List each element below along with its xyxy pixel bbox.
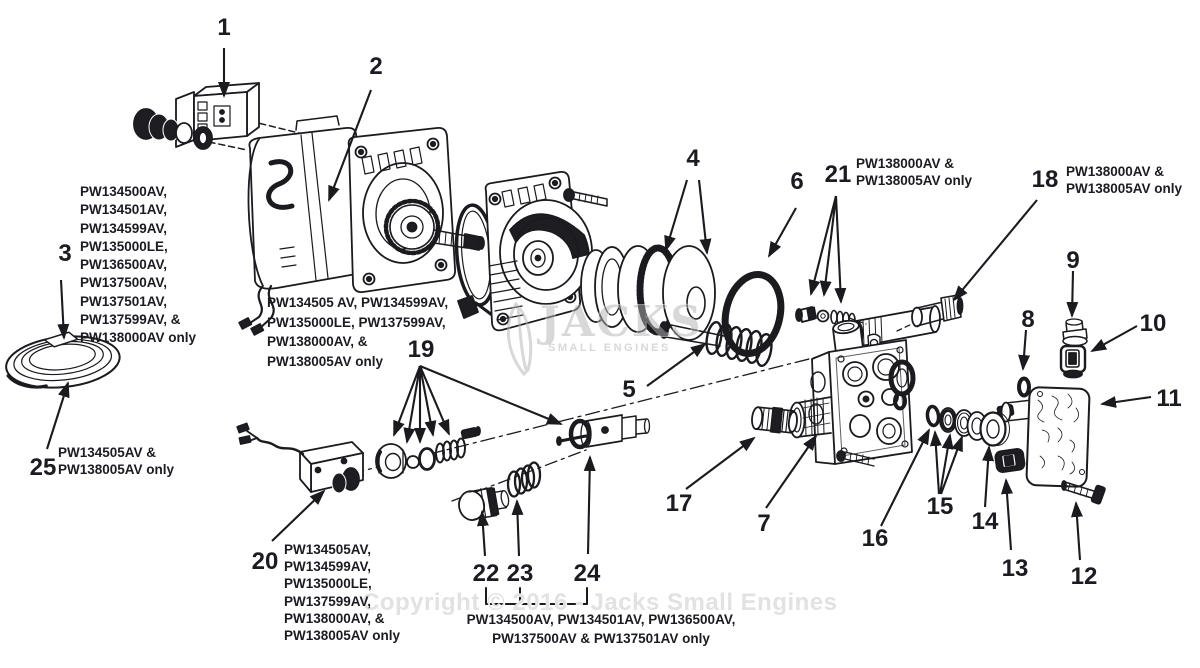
callout-24: 24 bbox=[573, 560, 601, 587]
hose-barb-fitting-drawing bbox=[1062, 318, 1088, 347]
chemical-valve-drawing bbox=[458, 486, 510, 521]
check-valve-drawing bbox=[1059, 344, 1087, 379]
callout-5: 5 bbox=[622, 376, 636, 403]
outlet-fitting-drawing bbox=[994, 448, 1026, 473]
note-group-3: PW134500AV, PW134501AV, PW134599AV, PW13… bbox=[80, 184, 197, 346]
callout-11: 11 bbox=[1156, 385, 1182, 412]
manifold-cover-plate-drawing bbox=[996, 386, 1091, 488]
callout-arrows bbox=[45, 48, 1152, 561]
callout-22: 22 bbox=[472, 560, 500, 587]
callout-19: 19 bbox=[407, 336, 435, 363]
callout-1: 1 bbox=[217, 14, 231, 41]
callout-2: 2 bbox=[369, 53, 383, 80]
callout-12: 12 bbox=[1070, 563, 1098, 590]
note-group-motor: PW134505 AV, PW134599AV, PW135000LE, PW1… bbox=[267, 295, 449, 369]
soap-hose-assembly-drawing bbox=[236, 422, 364, 494]
large-oring-drawing bbox=[721, 271, 785, 357]
callout-bracket-22-24 bbox=[485, 587, 588, 605]
callout-7: 7 bbox=[757, 510, 771, 537]
inlet-valve-parts-drawing bbox=[795, 306, 856, 328]
pump-gasket-oring-drawing bbox=[454, 203, 498, 319]
callout-8: 8 bbox=[1021, 306, 1035, 333]
callout-17: 17 bbox=[665, 490, 693, 517]
callout-23: 23 bbox=[506, 560, 534, 587]
callout-15: 15 bbox=[926, 493, 954, 520]
power-switch-drawing bbox=[133, 82, 260, 150]
note-group-25: PW134505AV & PW138005AV only bbox=[58, 445, 175, 478]
cover-bolt-drawing bbox=[1061, 480, 1106, 505]
pump-manifold-drawing bbox=[788, 294, 964, 467]
piston-seals-drawing bbox=[925, 404, 988, 441]
note-group-22-24: PW134500AV, PW134501AV, PW136500AV, PW13… bbox=[466, 612, 736, 646]
callout-18: 18 bbox=[1031, 166, 1059, 193]
callout-10: 10 bbox=[1139, 310, 1167, 337]
callout-21: 21 bbox=[824, 161, 852, 188]
callout-16: 16 bbox=[861, 525, 889, 552]
oring-8-drawing bbox=[1017, 376, 1031, 398]
callout-25: 25 bbox=[29, 454, 57, 481]
piston-ring-drawing bbox=[979, 411, 1010, 447]
note-group-21: PW138000AV & PW138005AV only bbox=[856, 156, 973, 189]
note-group-18: PW138000AV & PW138005AV only bbox=[1066, 164, 1183, 197]
callout-3: 3 bbox=[58, 240, 72, 267]
callout-4: 4 bbox=[686, 145, 700, 172]
thermal-relief-valve-drawing bbox=[751, 406, 798, 434]
unloader-small-parts-drawing bbox=[375, 426, 481, 479]
piston-rod-spring-drawing bbox=[659, 320, 773, 368]
callout-14: 14 bbox=[971, 508, 999, 535]
callout-9: 9 bbox=[1066, 247, 1080, 274]
chemical-valve-spring-drawing bbox=[506, 461, 542, 498]
note-group-20: PW134505AV, PW134599AV, PW135000LE, PW13… bbox=[284, 542, 401, 644]
callout-20: 20 bbox=[251, 548, 279, 575]
wobble-bearing-piston-discs-drawing bbox=[580, 244, 716, 341]
callout-6: 6 bbox=[790, 168, 804, 195]
unloader-valve-stem-drawing bbox=[556, 414, 651, 450]
callout-13: 13 bbox=[1001, 555, 1029, 582]
